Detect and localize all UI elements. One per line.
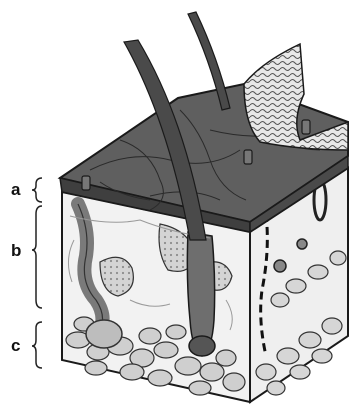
sweat-gland-coil bbox=[86, 320, 122, 348]
dermis-label: b bbox=[11, 242, 21, 259]
epidermis-label: a bbox=[11, 181, 20, 198]
layer-brackets bbox=[32, 178, 42, 368]
hypodermis-label: c bbox=[11, 337, 20, 354]
peeled-skin-flap bbox=[244, 44, 348, 150]
hair-bulb bbox=[189, 336, 215, 356]
